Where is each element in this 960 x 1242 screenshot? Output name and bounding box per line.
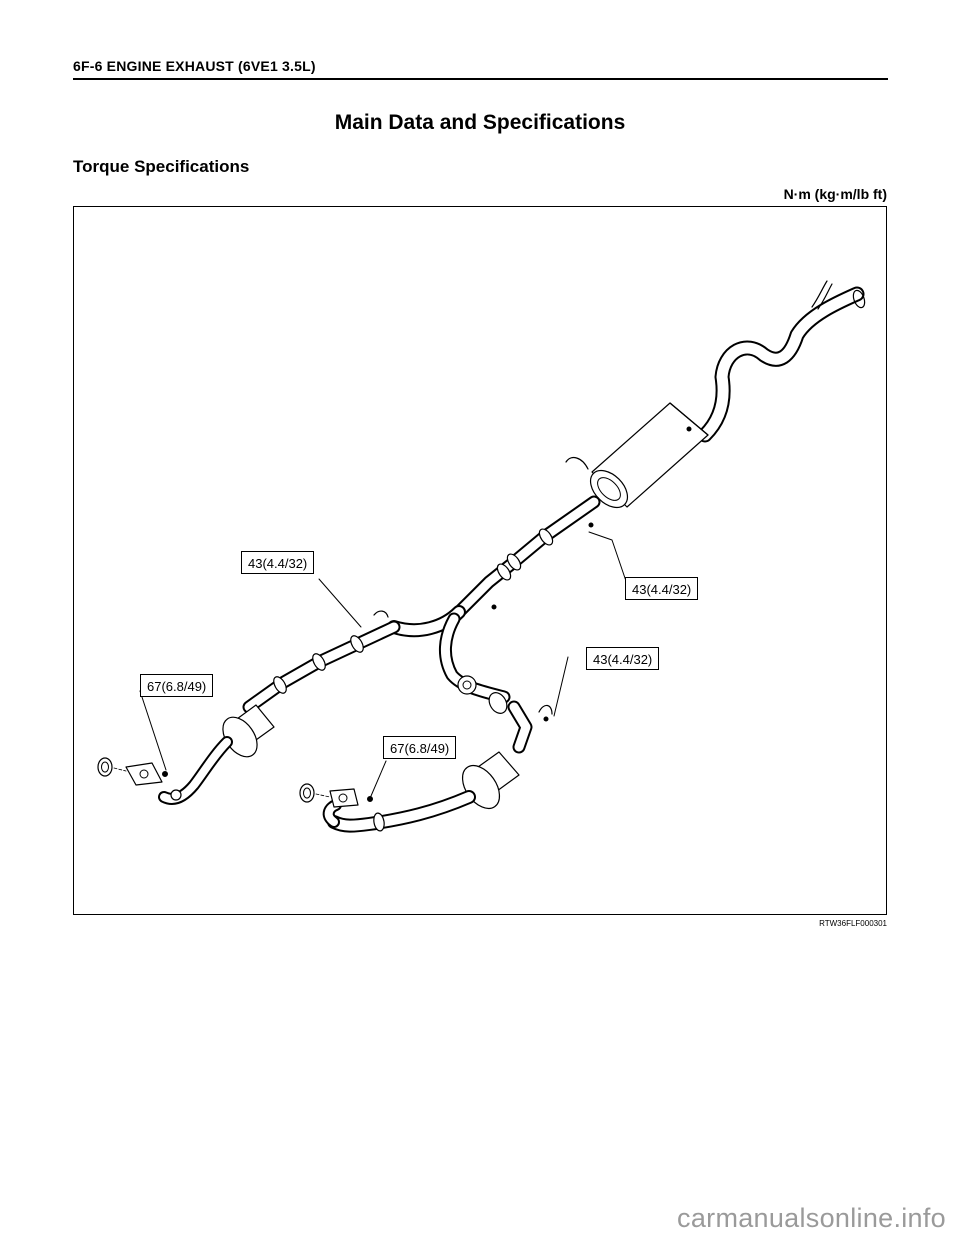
torque-callout: 67(6.8/49) <box>140 674 214 697</box>
torque-units: N·m (kg·m/lb ft) <box>783 186 887 202</box>
right-flange-ring <box>457 675 477 695</box>
right-gasket <box>299 783 315 803</box>
torque-callout: 43(4.4/32) <box>625 577 699 600</box>
page-title: Main Data and Specifications <box>334 111 626 134</box>
section-heading: Torque Specifications <box>73 157 250 176</box>
torque-callout: 67(6.8/49) <box>383 736 457 759</box>
left-flange <box>125 762 163 786</box>
figure-code: RTW36FLF000301 <box>819 919 887 928</box>
exhaust-system-figure: 43(4.4/32) 43(4.4/32) 43(4.4/32) 67(6.8/… <box>73 206 887 915</box>
right-flange <box>329 788 359 808</box>
torque-callout: 43(4.4/32) <box>586 647 660 670</box>
exhaust-system-drawing <box>97 280 866 833</box>
page-header: 6F-6 ENGINE EXHAUST (6VE1 3.5L) <box>73 56 888 80</box>
torque-callout: 43(4.4/32) <box>241 551 315 574</box>
header-title: 6F-6 ENGINE EXHAUST (6VE1 3.5L) <box>73 58 316 74</box>
watermark-link[interactable]: carmanualsonline.info <box>677 1203 946 1233</box>
left-gasket <box>97 757 113 777</box>
leader-lines <box>139 531 628 797</box>
